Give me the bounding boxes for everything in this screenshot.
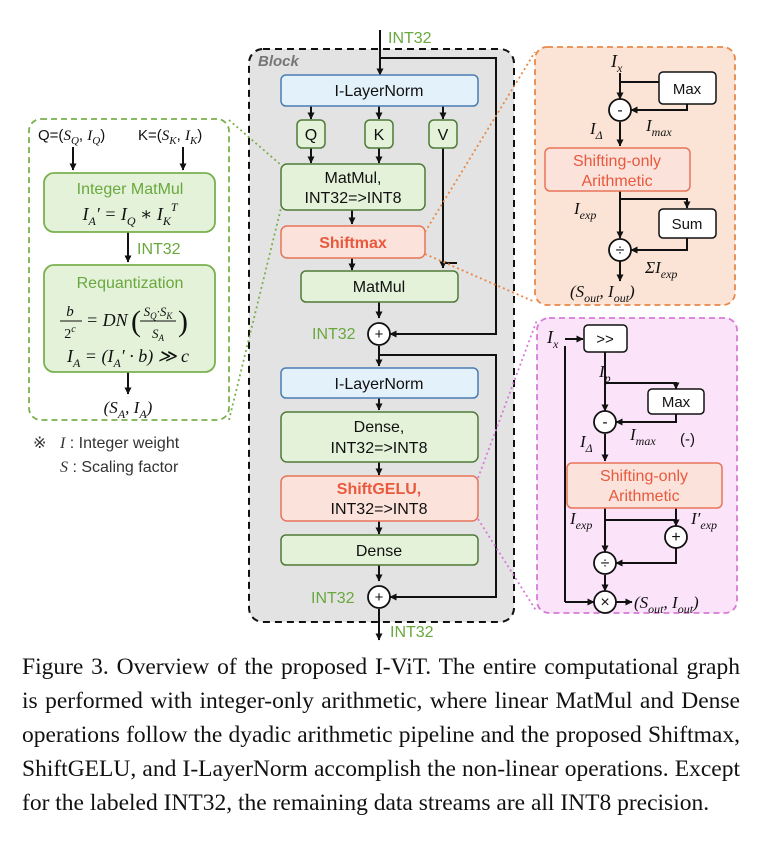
left-int32-label: INT32: [137, 241, 181, 258]
shiftgelu-plus: +: [671, 529, 680, 546]
layernorm2-box: I-LayerNorm: [280, 367, 479, 399]
block-label: Block: [258, 53, 300, 70]
legend-note: ※ I : Integer weight S : Scaling factor: [33, 435, 180, 476]
shiftgelu-shift-box: >>: [596, 331, 614, 348]
matmul1-box: MatMul, INT32=>INT8: [280, 163, 426, 211]
shiftmax-shift-line1: Shifting-only: [573, 153, 661, 170]
requantization-title: Requantization: [77, 275, 184, 292]
k-input-label: K=(SK, IK): [138, 127, 202, 147]
shiftmax-label: Shiftmax: [319, 235, 387, 252]
shiftgelu-minus: -: [602, 414, 607, 431]
svg-text:= DN: = DN: [86, 310, 129, 330]
dense1-line1: Dense,: [354, 419, 405, 436]
shiftgelu-max-box: Max: [662, 394, 691, 411]
residual-add-2: +: [367, 585, 391, 609]
shiftmax-panel: Ix Max - IΔ Imax Shifting-only Arithmeti…: [534, 46, 736, 306]
int32-top-label: INT32: [388, 30, 432, 47]
int32-mid-label: INT32: [312, 326, 356, 343]
matmul2-label: MatMul: [353, 279, 405, 296]
q-input-label: Q=(SQ, IQ): [38, 127, 105, 147]
note-symbol: ※: [33, 435, 46, 452]
shiftgelu-box: ShiftGELU, INT32=>INT8: [280, 475, 479, 522]
shiftmax-div: ÷: [616, 242, 625, 259]
shiftgelu-neg: (-): [680, 431, 695, 448]
shiftgelu-times: ×: [600, 594, 609, 611]
note-scaling-factor: S : Scaling factor: [60, 459, 179, 476]
add1-symbol: +: [375, 326, 384, 343]
k-box: K: [364, 119, 394, 149]
layernorm2-label: I-LayerNorm: [335, 376, 424, 393]
q-label: Q: [305, 127, 317, 144]
dense1-box: Dense, INT32=>INT8: [280, 411, 479, 463]
shiftmax-max-box: Max: [673, 81, 702, 98]
figure-caption: Figure 3. Overview of the proposed I-ViT…: [22, 654, 740, 816]
block-arrows: [307, 30, 497, 641]
requant-output: (SA, IA): [104, 398, 153, 421]
shiftmax-minus: -: [617, 102, 622, 119]
shiftmax-sum-box: Sum: [672, 216, 703, 233]
shiftmax-shift-line2: Arithmetic: [581, 173, 652, 190]
dense2-label: Dense: [356, 543, 402, 560]
integer-matmul-panel: Q=(SQ, IQ) K=(SK, IK) Integer MatMul IA′…: [28, 118, 230, 421]
int32-out-label: INT32: [390, 624, 434, 641]
shiftmax-box: Shiftmax: [280, 225, 426, 259]
dense2-box: Dense: [280, 534, 479, 566]
matmul2-box: MatMul: [300, 270, 459, 303]
svg-text:2c: 2c: [64, 324, 76, 342]
dense1-line2: INT32=>INT8: [331, 440, 428, 457]
shiftgelu-div: ÷: [601, 555, 610, 572]
layernorm1-box: I-LayerNorm: [280, 74, 479, 107]
add2-symbol: +: [375, 589, 384, 606]
shiftgelu-panel: Ix >> Ip Max - IΔ Imax (-) Shifting-only…: [536, 317, 738, 616]
note-integer-weight: I : Integer weight: [59, 435, 180, 452]
v-box: V: [428, 119, 458, 149]
shiftgelu-shift-line2: Arithmetic: [608, 488, 679, 505]
matmul1-line2: INT32=>INT8: [305, 190, 402, 207]
k-label: K: [374, 127, 385, 144]
svg-text:): ): [178, 305, 188, 338]
v-label: V: [438, 127, 449, 144]
shiftgelu-shift-line1: Shifting-only: [600, 468, 688, 485]
residual-add-1: +: [367, 322, 391, 346]
layernorm1-label: I-LayerNorm: [335, 83, 424, 100]
i-vit-overview-diagram: Block INT32 I-LayerNorm Q K V: [28, 30, 738, 641]
integer-matmul-title: Integer MatMul: [77, 181, 184, 198]
int32-bottom-label: INT32: [311, 590, 355, 607]
svg-text:(: (: [131, 305, 141, 338]
shiftgelu-line1: ShiftGELU,: [337, 481, 421, 498]
q-box: Q: [296, 119, 326, 149]
shiftgelu-line2: INT32=>INT8: [331, 501, 428, 518]
svg-text:b: b: [66, 304, 74, 320]
matmul1-line1: MatMul,: [325, 170, 382, 187]
connectors: [228, 51, 538, 613]
